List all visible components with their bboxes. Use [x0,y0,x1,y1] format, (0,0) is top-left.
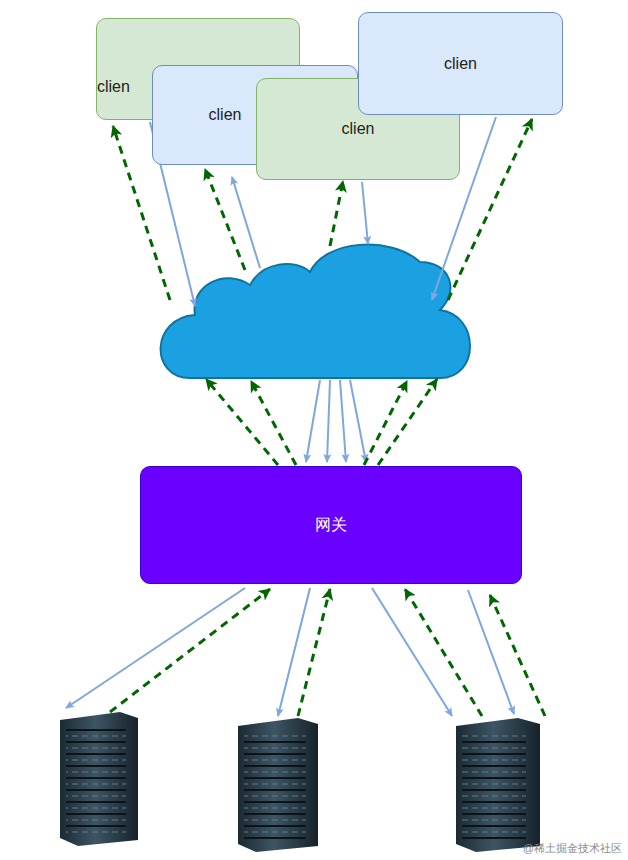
node-text: clien [209,106,242,124]
client-box: clien [358,12,563,115]
server-rack [456,718,540,852]
request-arrows [66,117,514,716]
node-text: 网关 [315,515,347,536]
node-text: clien [97,78,130,96]
server-rack [60,712,138,846]
node-text: clien [342,120,375,138]
response-arrows [110,119,545,716]
gateway-box: 网关 [140,466,522,584]
cloud-shape [161,245,470,378]
node-text: clien [444,55,477,73]
watermark: @稀土掘金技术社区 [523,841,622,856]
server-rack [238,718,318,852]
